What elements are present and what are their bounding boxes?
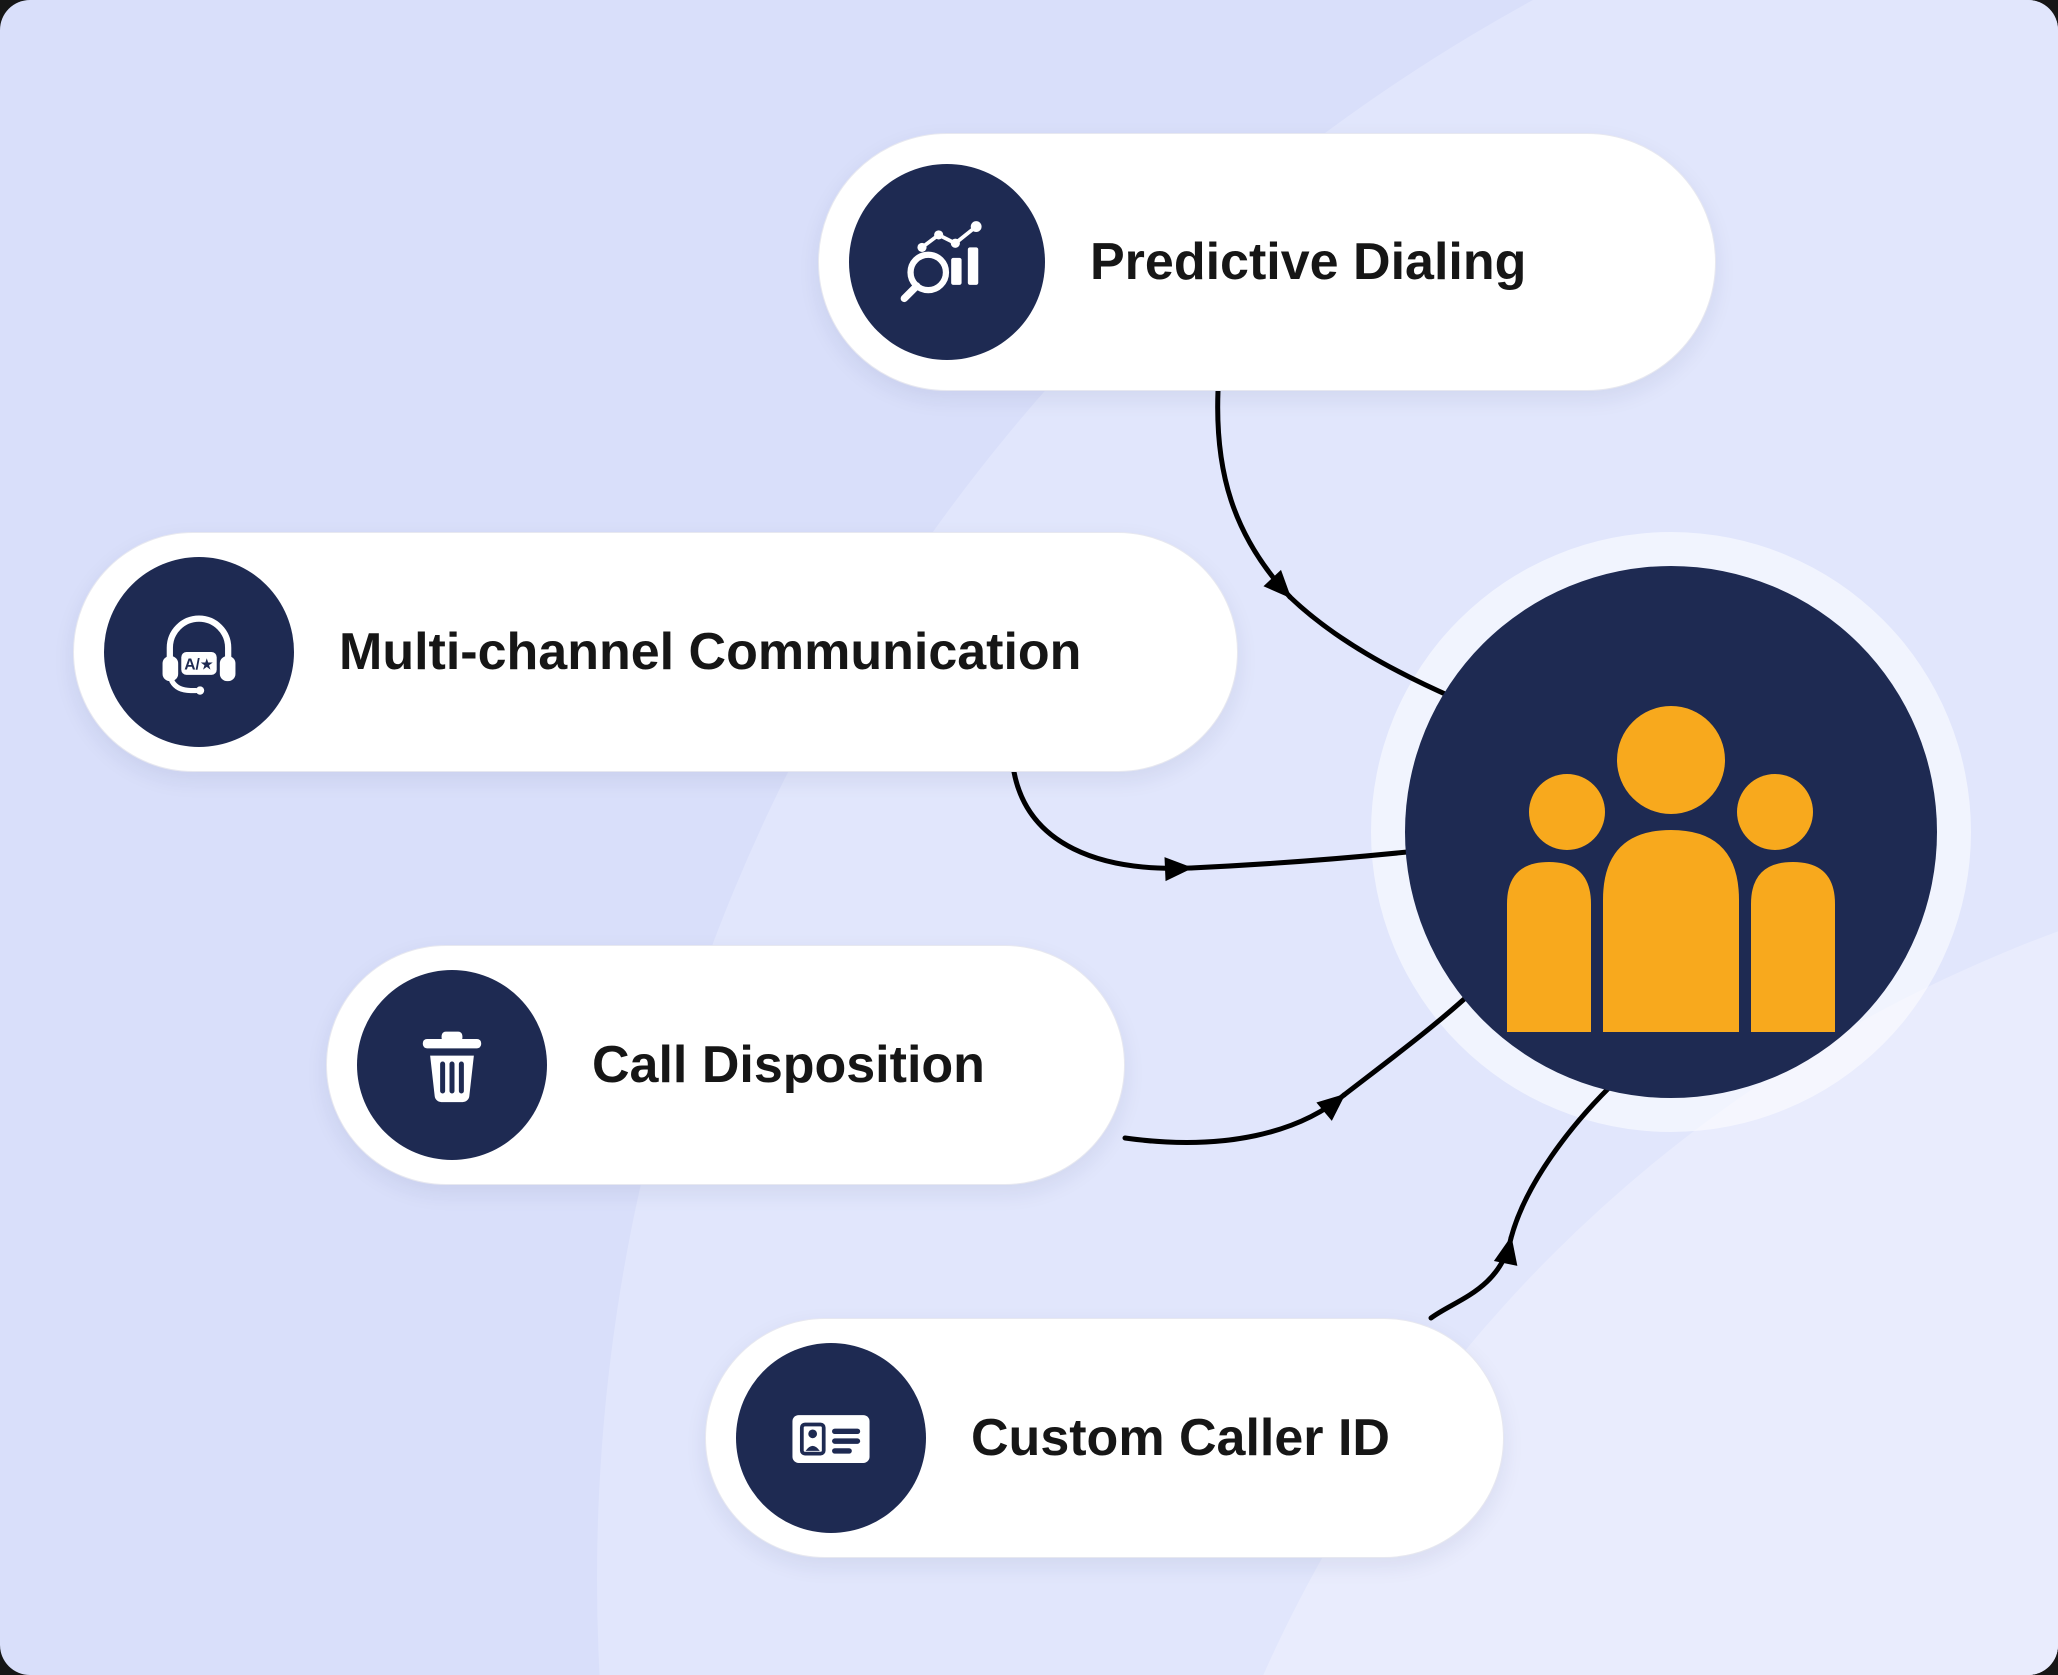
trash-icon [422, 1031, 482, 1103]
feature-label: Predictive Dialing [1090, 233, 1527, 291]
feature-label: Custom Caller ID [971, 1409, 1390, 1467]
arrow-predictive-dialing-tail [1287, 594, 1457, 701]
feature-label: Multi-channel Communication [339, 623, 1082, 681]
arrow-custom-caller-id-tail [1508, 1077, 1620, 1241]
predictive-dialing-icon [849, 164, 1045, 360]
call-disposition-icon [357, 970, 547, 1160]
arrow-custom-caller-id [1428, 1235, 1518, 1321]
translation-badge-text: A/★ [184, 657, 214, 674]
customer-team-hub [1405, 566, 1937, 1098]
headset-translation-icon: A/★ [162, 615, 236, 695]
multichannel-communication-icon: A/★ [104, 557, 294, 747]
arrow-call-disposition-tail [1341, 989, 1475, 1098]
arrow-multichannel-tail [1188, 848, 1420, 871]
arrow-call-disposition [1122, 1092, 1347, 1145]
arrow-multichannel [1011, 769, 1194, 882]
custom-caller-id-icon [736, 1343, 926, 1533]
feature-pill-custom-caller-id: Custom Caller ID [705, 1318, 1504, 1558]
arrow-predictive-dialing [1215, 388, 1293, 600]
feature-pill-call-disposition: Call Disposition [326, 945, 1125, 1185]
feature-label: Call Disposition [592, 1036, 985, 1094]
people-group-icon [1507, 706, 1835, 1032]
analytics-magnifier-icon [900, 221, 982, 303]
id-card-icon [792, 1415, 870, 1463]
feature-pill-multichannel-communication: A/★ Multi-channel Communication [73, 532, 1238, 772]
feature-pill-predictive-dialing: Predictive Dialing [818, 133, 1716, 391]
